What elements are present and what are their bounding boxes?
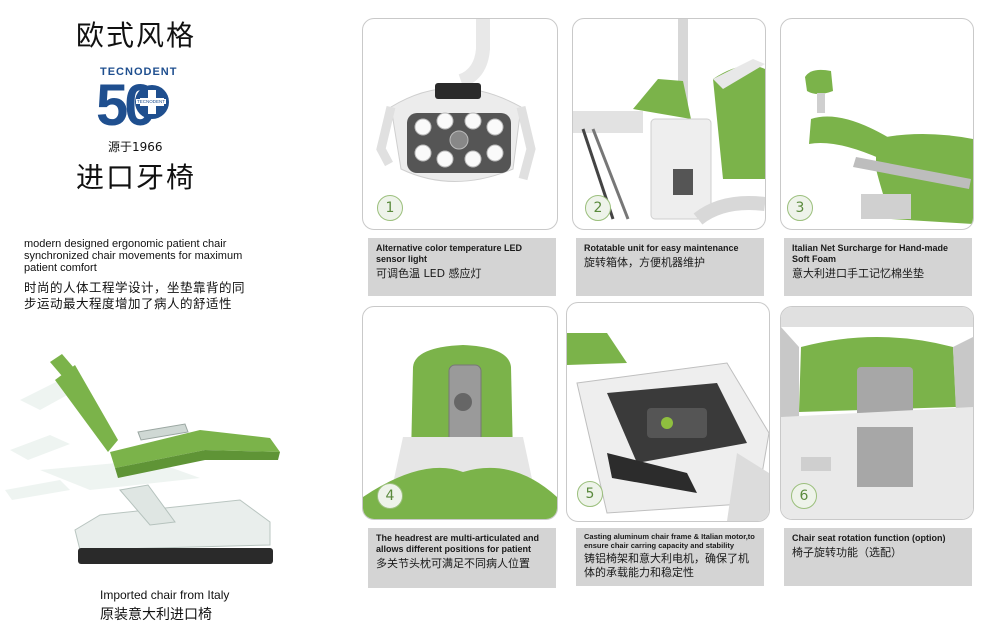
hero-caption-en: Imported chair from Italy [100, 588, 230, 602]
feature-number-badge: 4 [377, 483, 403, 509]
feature-number-badge: 1 [377, 195, 403, 221]
feature-number-badge: 5 [577, 481, 603, 507]
feature-caption-en: The headrest are multi-articulated and a… [376, 533, 540, 554]
seat-rotation-image [781, 307, 973, 519]
feature-caption-soft-foam: Italian Net Surcharge for Hand-made Soft… [784, 238, 972, 296]
feature-caption-en: Rotatable unit for easy maintenance [584, 243, 739, 253]
intro-zh-line: 时尚的人体工程学设计，坐垫靠背的同 [24, 280, 246, 295]
feature-caption-zh: 意大利进口手工记忆棉坐垫 [792, 267, 924, 280]
feature-caption-zh: 铸铝椅架和意大利电机，确保了机体的承载能力和稳定性 [584, 552, 749, 579]
headrest-image [363, 345, 557, 519]
intro-en-line: patient comfort [24, 262, 97, 274]
logo-badge-text: TECNODENT [136, 99, 166, 104]
intro-zh-line: 步运动最大程度增加了病人的舒适性 [24, 296, 233, 311]
intro-en-line: modern designed ergonomic patient chair [24, 238, 227, 250]
feature-panel-headrest: 4 [362, 306, 558, 520]
intro-english: modern designed ergonomic patient chair … [24, 238, 264, 274]
feature-caption-rotatable-unit: Rotatable unit for easy maintenance 旋转箱体… [576, 238, 764, 296]
intro-en-line: synchronized chair movements for maximum [24, 250, 243, 262]
feature-caption-zh: 可调色温 LED 感应灯 [376, 267, 482, 280]
feature-panel-soft-foam: 3 [780, 18, 974, 230]
feature-caption-led-light: Alternative color temperature LED sensor… [368, 238, 556, 296]
feature-number-badge: 3 [787, 195, 813, 221]
feature-caption-en: Casting aluminum chair frame & Italian m… [584, 532, 755, 550]
frame-motor-image [567, 333, 769, 521]
page-title: 欧式风格 [76, 19, 197, 52]
intro-chinese: 时尚的人体工程学设计，坐垫靠背的同 步运动最大程度增加了病人的舒适性 [24, 280, 284, 312]
feature-caption-zh: 旋转箱体，方便机器维护 [584, 256, 705, 269]
feature-caption-en: Chair seat rotation function (option) [792, 533, 946, 543]
feature-caption-zh: 多关节头枕可满足不同病人位置 [376, 557, 530, 570]
page-subtitle: 进口牙椅 [76, 161, 197, 194]
hero-caption-zh: 原装意大利进口椅 [100, 607, 212, 623]
rotatable-unit-image [573, 19, 765, 225]
hero-chair-image [5, 354, 280, 564]
feature-caption-en: Alternative color temperature LED sensor… [376, 243, 523, 264]
feature-number-badge: 2 [585, 195, 611, 221]
feature-caption-en: Italian Net Surcharge for Hand-made Soft… [792, 243, 949, 264]
feature-caption-zh: 椅子旋转功能（选配） [792, 546, 902, 559]
feature-caption-seat-rotation: Chair seat rotation function (option) 椅子… [784, 528, 972, 586]
feature-caption-frame-motor: Casting aluminum chair frame & Italian m… [576, 528, 764, 586]
soft-foam-chair-image [805, 69, 973, 224]
feature-panel-rotatable-unit: 2 [572, 18, 766, 230]
feature-number-badge: 6 [791, 483, 817, 509]
feature-panel-frame-motor: 5 [566, 302, 770, 522]
feature-panel-seat-rotation: 6 [780, 306, 974, 520]
led-lamp-image [376, 19, 536, 182]
logo-since: 源于1966 [108, 140, 163, 154]
logo-brand-text: TECNODENT [100, 66, 178, 78]
feature-caption-headrest: The headrest are multi-articulated and a… [368, 528, 556, 588]
brand-logo: TECNODENT 50 TECNODENT 源于1966 [96, 66, 206, 156]
feature-panel-led-light: 1 [362, 18, 558, 230]
